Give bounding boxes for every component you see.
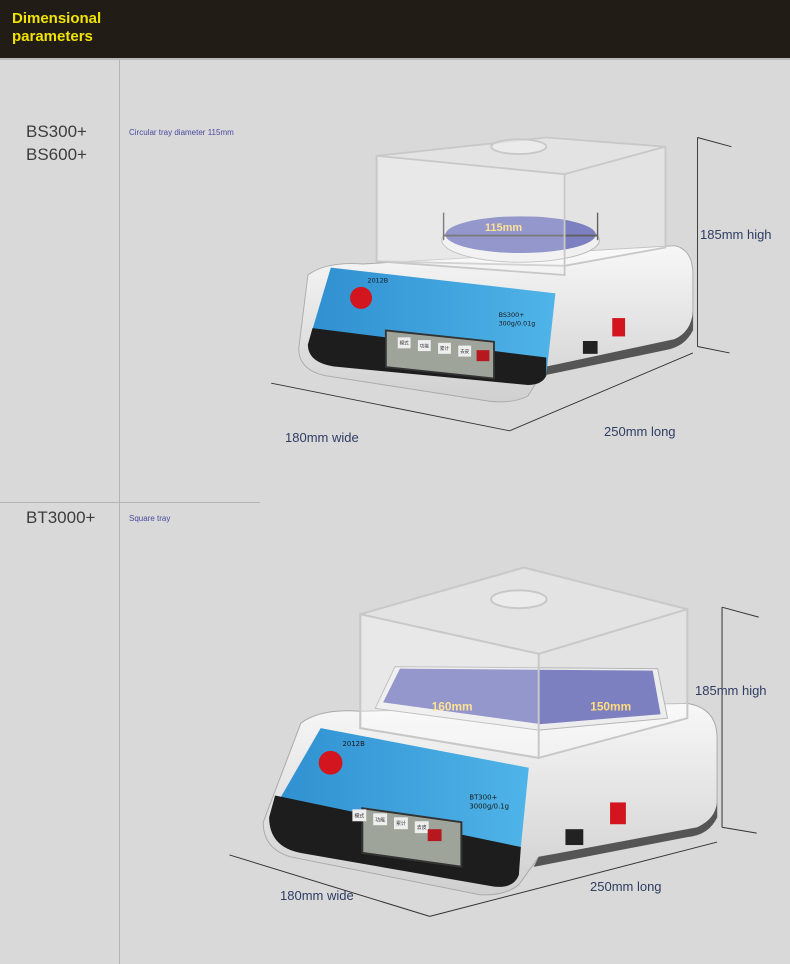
svg-text:去皮: 去皮 [417,824,427,831]
power-socket-2 [565,829,584,846]
model-name-bt3000: BT3000+ [26,508,96,527]
model-name-bs600: BS600+ [26,145,87,164]
glass-windshield-2 [359,566,689,760]
panel-spec-text-2: BT300+ [469,793,497,801]
svg-text:累计: 累计 [396,820,406,827]
glass-windshield [375,136,667,276]
svg-text:模式: 模式 [400,340,410,347]
lcd-display [384,329,495,380]
page-title: Dimensional parameters [12,10,102,45]
tray-note-circular: Circular tray diameter 115mm [129,128,234,137]
power-switch-2 [610,802,626,825]
svg-text:累计: 累计 [440,345,450,352]
power-socket [582,341,598,354]
keypad: 模式 功能 累计 去皮 [397,337,490,362]
panel-model-text-2: 2012B [342,740,365,748]
tray-depth-label: 150mm [590,699,631,713]
svg-text:功能: 功能 [420,342,430,349]
width-label-1: 180mm wide [285,430,359,445]
scale-image-square: 2012B BT300+ 3000g/0.1g 模式 功能 累计 去皮 160m… [229,566,759,917]
panel-spec-text: BS300+ [499,311,525,319]
section-divider [0,502,260,503]
model-name-bs300: BS300+ [26,122,87,141]
panel-model-text: 2012B [368,276,389,284]
tray-width-label: 160mm [432,699,473,713]
length-label-1: 250mm long [604,424,676,439]
svg-text:功能: 功能 [375,816,385,823]
power-switch [612,318,626,337]
keypad-2: 模式 功能 累计 去皮 [352,809,442,842]
height-label-2: 185mm high [695,683,767,698]
panel-spec2-text: 300g/0.01g [499,319,536,327]
tray-diameter-label: 115mm [485,222,523,234]
svg-text:模式: 模式 [354,812,364,819]
length-label-2: 250mm long [590,879,662,894]
column-divider [119,60,120,964]
svg-text:去皮: 去皮 [460,348,470,355]
scale-image-circular: 2012B BS300+ 300g/0.01g 模式 功能 累计 去皮 115m… [271,136,732,432]
header-divider [0,58,790,60]
tray-note-square: Square tray [129,514,171,523]
height-label-1: 185mm high [700,227,772,242]
width-label-2: 180mm wide [280,888,354,903]
brand-logo [350,286,373,309]
panel-spec2-text-2: 3000g/0.1g [469,802,509,810]
brand-logo-2 [318,750,343,775]
header-bar: Dimensional parameters [0,0,790,58]
